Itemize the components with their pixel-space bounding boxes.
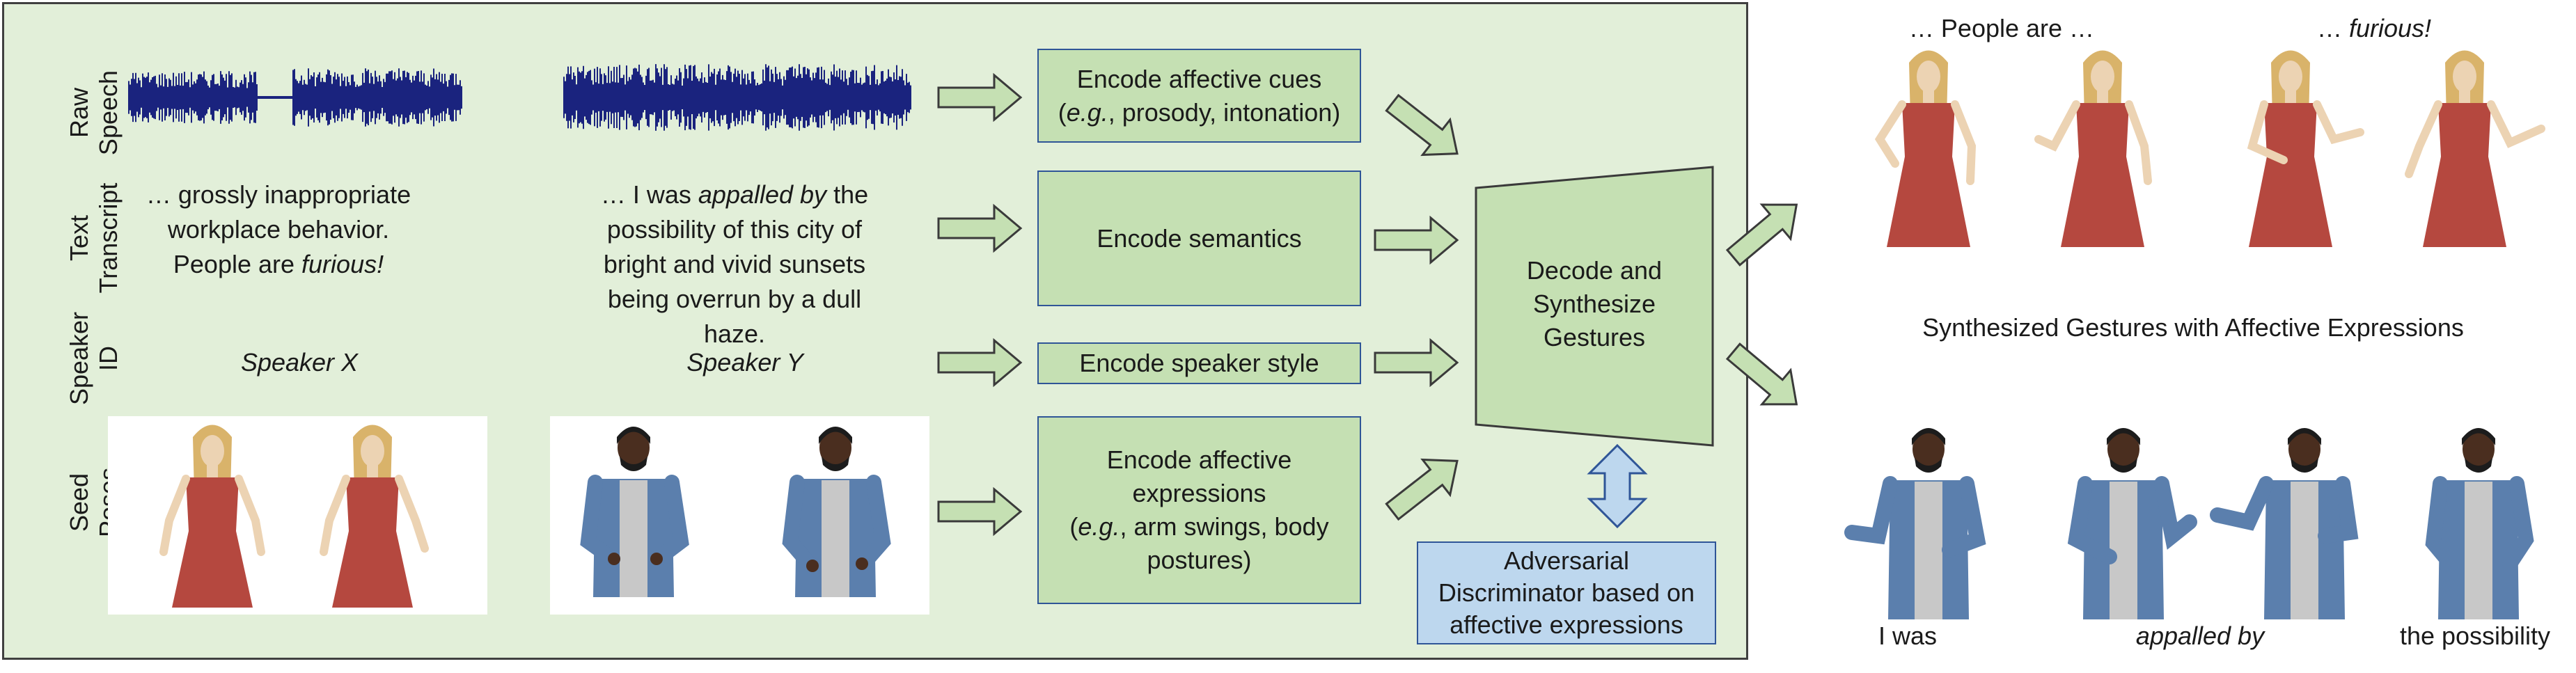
man-avatar — [2067, 428, 2197, 619]
arrow-semantics-to-decoder — [1374, 216, 1459, 264]
avatar-woman-pair — [159, 425, 429, 608]
output-woman-gestures — [1874, 50, 2545, 247]
output-caption-top-left: … People are … — [1908, 14, 2095, 42]
waveform-speaker-x — [128, 68, 462, 127]
encoder-speaker-style: Encode speaker style — [1037, 342, 1361, 384]
bidirectional-arrow — [1587, 443, 1648, 529]
arrow-to-affective-cues-encoder — [937, 74, 1022, 121]
woman-avatar — [159, 425, 265, 608]
encoder-affective-cues: Encode affective cues (e.g., prosody, in… — [1037, 49, 1361, 143]
woman-avatar — [2405, 50, 2545, 247]
woman-avatar — [2247, 50, 2364, 247]
synthesized-gestures-caption: Synthesized Gestures with Affective Expr… — [1922, 313, 2464, 342]
output-caption-top-right: … furious! — [2316, 14, 2432, 42]
adversarial-discriminator: Adversarial Discriminator based on affec… — [1417, 541, 1716, 644]
arrow-decoder-to-output-top — [1718, 187, 1812, 276]
arrow-to-affective-expressions-encoder — [937, 488, 1022, 535]
transcript-speaker-y: … I was appalled by the possibility of t… — [600, 180, 869, 348]
output-caption-appalled-by: appalled by — [2135, 621, 2265, 650]
output-man-gestures — [1844, 428, 2534, 619]
man-avatar — [1844, 428, 1986, 619]
arrow-style-to-decoder — [1374, 339, 1459, 386]
encoder-affective-expressions: Encode affective expressions (e.g., arm … — [1037, 416, 1361, 604]
woman-avatar — [320, 425, 429, 608]
waveform-speaker-y — [563, 64, 911, 131]
woman-avatar — [1874, 50, 1977, 247]
man-avatar — [782, 427, 891, 597]
output-caption-the-possibility: the possibility — [2399, 621, 2551, 650]
seed-poses-speaker-x — [108, 416, 487, 615]
speaker-y-label: Speaker Y — [686, 348, 803, 377]
encoder-semantics: Encode semantics — [1037, 171, 1361, 306]
seed-poses-speaker-y — [550, 416, 929, 615]
decoder-block — [1475, 166, 1714, 447]
decoder-label: Decode and Synthesize Gestures — [1526, 256, 1663, 351]
arrow-to-speaker-style-encoder — [937, 339, 1022, 386]
avatar-man-pair — [580, 427, 891, 597]
arrow-decoder-to-output-bottom — [1718, 333, 1812, 422]
arrow-to-semantics-encoder — [937, 205, 1022, 252]
arrow-expressions-to-decoder — [1377, 442, 1472, 530]
transcript-speaker-x: … grossly inappropriate workplace behavi… — [146, 180, 411, 278]
speaker-x-label: Speaker X — [240, 348, 359, 377]
man-avatar — [2210, 428, 2359, 619]
arrow-cues-to-decoder — [1377, 84, 1472, 173]
man-avatar — [2425, 428, 2534, 619]
woman-avatar — [2034, 50, 2152, 247]
man-avatar — [580, 427, 689, 597]
output-caption-i-was: I was — [1878, 621, 1938, 650]
